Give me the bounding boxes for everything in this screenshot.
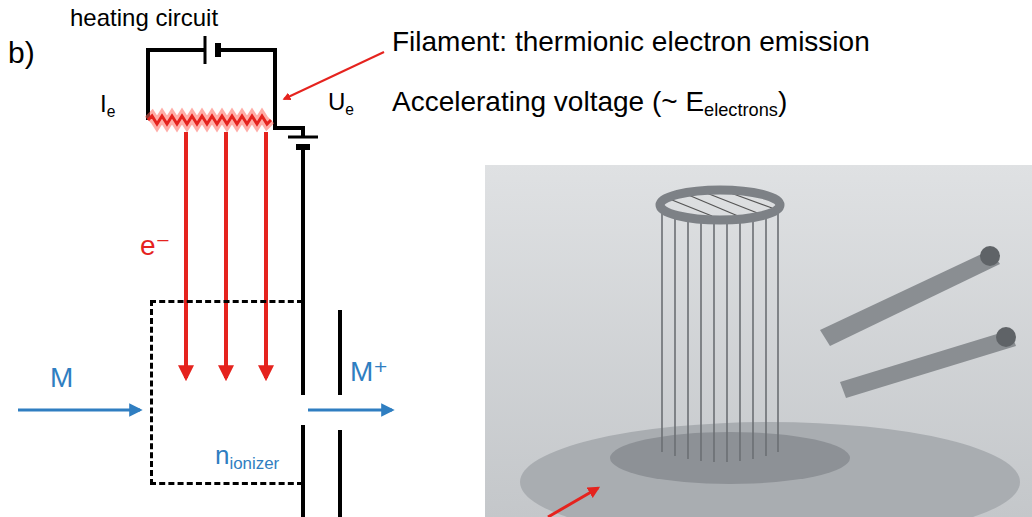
voltage-symbol: U: [328, 88, 345, 115]
electrode-plate: [301, 425, 305, 517]
cage-wire: [700, 219, 702, 461]
subscript: e: [345, 101, 354, 118]
electrode-plate: [338, 430, 342, 517]
cage-wire: [739, 219, 741, 461]
photo-base-ring: [610, 432, 850, 484]
subscript: electrons: [704, 100, 778, 120]
wire: [301, 147, 305, 300]
panel-letter: b): [8, 36, 35, 71]
photo-base: [520, 422, 1020, 517]
ion-symbol: M⁺: [350, 356, 388, 387]
ion-arrow: [308, 409, 392, 412]
callout-text: Accelerating voltage (~ Eelectrons): [392, 86, 787, 121]
cage-ring: [660, 190, 780, 220]
battery-plate: [204, 36, 207, 64]
cage-wire: [726, 220, 728, 462]
electrode-plate: [338, 310, 342, 395]
battery-plate: [215, 43, 221, 57]
cage-wire: [777, 210, 779, 452]
cage-wire: [765, 214, 767, 456]
cage-grid: [686, 194, 738, 216]
callout-text: ): [778, 86, 787, 117]
panel-letter: b): [8, 36, 35, 69]
callout-text: Filament: thermionic electron emission: [392, 26, 870, 58]
node-symbol: n: [215, 440, 229, 470]
molecule-arrow: [18, 409, 140, 412]
current-symbol: Ie: [100, 90, 115, 121]
cage-wire: [661, 210, 663, 452]
current-symbol: I: [100, 90, 107, 117]
electron-arrow: [184, 132, 188, 378]
ion-symbol: M⁺: [350, 356, 388, 388]
molecule-symbol: M: [50, 362, 73, 394]
circuit-label: heating circuit: [70, 4, 218, 32]
battery-plate: [288, 136, 318, 139]
filament: [148, 116, 271, 124]
node-label: nionizer: [215, 441, 279, 474]
cage-wire: [674, 214, 676, 456]
electron-arrow: [224, 132, 228, 378]
photo-pointer: [548, 488, 598, 517]
electron-symbol: e⁻: [140, 230, 170, 261]
cage-wire: [713, 220, 715, 462]
electron-symbol: e⁻: [140, 230, 170, 262]
photo-clamp: [840, 330, 1016, 398]
subscript: e: [107, 103, 116, 120]
molecule-symbol: M: [50, 362, 73, 393]
callout-text: Accelerating voltage (~ E: [392, 86, 704, 117]
photo-screw: [980, 246, 1000, 266]
circuit-label: heating circuit: [70, 4, 218, 31]
subscript: ionizer: [229, 454, 279, 473]
electron-arrow: [264, 132, 268, 378]
ionization-region: nionizer: [150, 300, 303, 485]
callout-text: Filament: thermionic electron emission: [392, 26, 870, 57]
cage-wire: [687, 217, 689, 459]
photo-screw: [996, 327, 1016, 347]
wire: [148, 50, 205, 120]
voltage-symbol: Ue: [328, 88, 354, 119]
cage-wire: [752, 217, 754, 459]
filament-glow: [148, 116, 271, 124]
photo-clamp: [820, 250, 1000, 346]
electrode-plate: [301, 298, 305, 395]
